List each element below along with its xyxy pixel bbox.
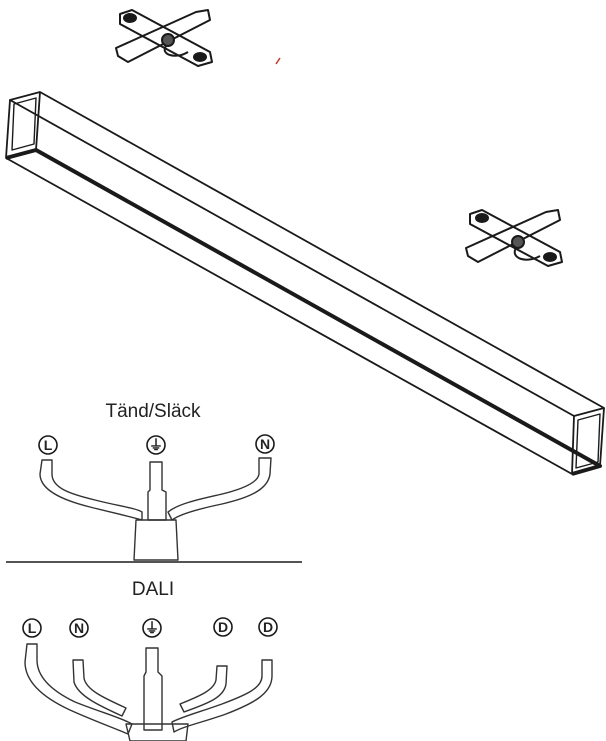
terminal-l-ring — [22, 618, 42, 638]
terminal-label-d1: D — [218, 619, 228, 635]
ground-symbol-icon: ⏚ — [145, 620, 159, 636]
linear-luminaire — [5, 91, 605, 476]
switch-terminals — [38, 434, 275, 455]
terminal-ground-ring — [146, 435, 166, 455]
terminal-label-n: N — [74, 620, 84, 636]
terminal-ground-ring — [142, 618, 162, 638]
terminal-d2-ring — [258, 617, 278, 637]
ground-symbol-icon: ⏚ — [149, 437, 163, 453]
terminal-d1-ring — [213, 617, 233, 637]
terminal-label-n: N — [260, 436, 270, 452]
terminal-n-ring — [255, 434, 275, 454]
dali-wiring — [24, 643, 273, 741]
switch-section-title: Tänd/Släck — [105, 401, 201, 422]
marker-stroke — [275, 57, 281, 65]
mounting-bracket-icon — [465, 209, 563, 267]
terminal-l-ring — [38, 435, 58, 455]
switch-wiring — [39, 457, 272, 561]
terminal-label-l: L — [44, 437, 53, 453]
dali-section-title: DALI — [132, 579, 174, 600]
dali-terminals — [22, 617, 278, 638]
terminal-n-ring — [69, 618, 89, 638]
terminal-label-l: L — [28, 620, 37, 636]
terminal-label-d2: D — [263, 619, 273, 635]
mounting-bracket-icon — [115, 9, 213, 67]
